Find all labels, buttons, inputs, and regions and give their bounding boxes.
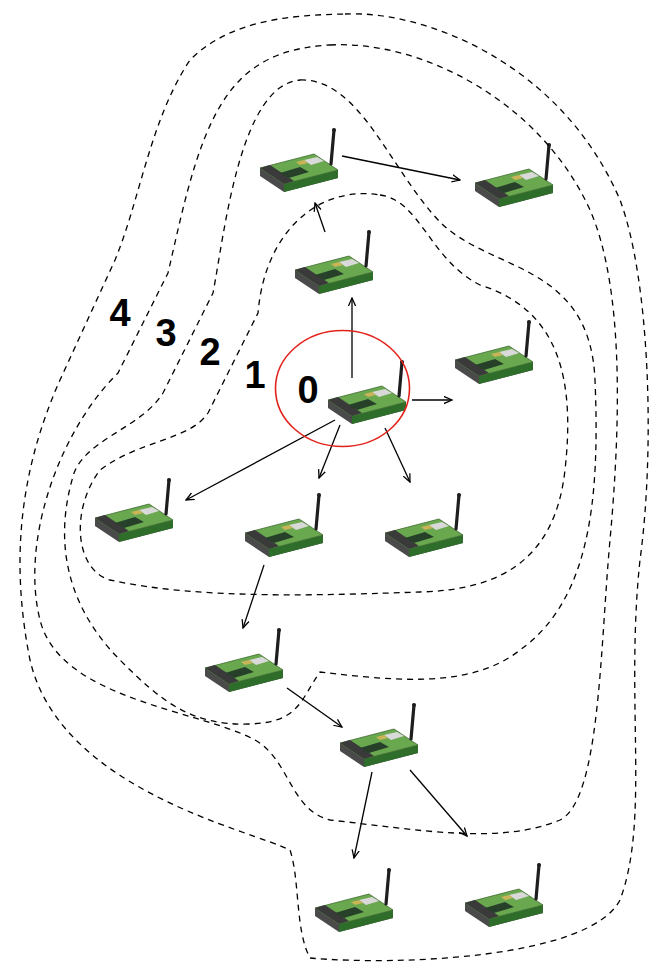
- hop-number: 2: [199, 333, 220, 371]
- hop-arrows: [186, 156, 467, 858]
- hop-region-border: [65, 80, 597, 724]
- hop-region: 01: [64, 183, 580, 603]
- hop-arrow: [351, 298, 352, 378]
- sensor-mote: [260, 128, 338, 192]
- hop-arrow: [186, 420, 335, 500]
- sensor-mote: [315, 868, 393, 932]
- hop-arrow: [385, 428, 410, 482]
- hop-number: 1: [244, 356, 265, 394]
- sensor-mote: [385, 493, 463, 557]
- hop-arrow: [410, 770, 467, 836]
- sensor-mote: [340, 703, 418, 767]
- hop-arrow: [342, 156, 460, 180]
- hop-number: 4: [109, 294, 130, 332]
- sensor-motes: [95, 128, 553, 932]
- sensor-mote: [245, 493, 323, 557]
- hop-region: 012: [40, 74, 600, 730]
- hop-region-border: [20, 14, 648, 961]
- hop-region-outline: [8, 8, 656, 968]
- sensor-mote: [475, 143, 553, 207]
- hop-arrow: [243, 565, 264, 628]
- hop-number: 3: [155, 314, 176, 352]
- hop-region-border: [80, 194, 567, 595]
- hop-region-outline: [40, 74, 600, 730]
- hop-region: 0123: [18, 36, 632, 848]
- sensor-mote: [455, 320, 533, 384]
- hop-arrow: [354, 772, 372, 858]
- hop-region-outline: [18, 36, 632, 848]
- sensor-mote: [465, 863, 543, 927]
- root-circle-border: [276, 331, 410, 447]
- hop-arrow: [412, 399, 452, 400]
- root-circle-outline: [274, 329, 411, 448]
- root-circle: 0: [274, 329, 411, 448]
- hop-number: 0: [297, 371, 318, 409]
- hop-arrow: [287, 688, 342, 727]
- hop-region: 01234: [8, 8, 656, 968]
- hop-arrow: [319, 425, 340, 478]
- sensor-mote: [205, 628, 283, 692]
- hop-region-border: [35, 45, 618, 834]
- hop-region-outline: [64, 183, 580, 603]
- sensor-mote: [328, 360, 406, 424]
- sensor-mote: [295, 230, 373, 294]
- sensor-mote: [95, 478, 173, 542]
- hop-arrow: [315, 203, 325, 232]
